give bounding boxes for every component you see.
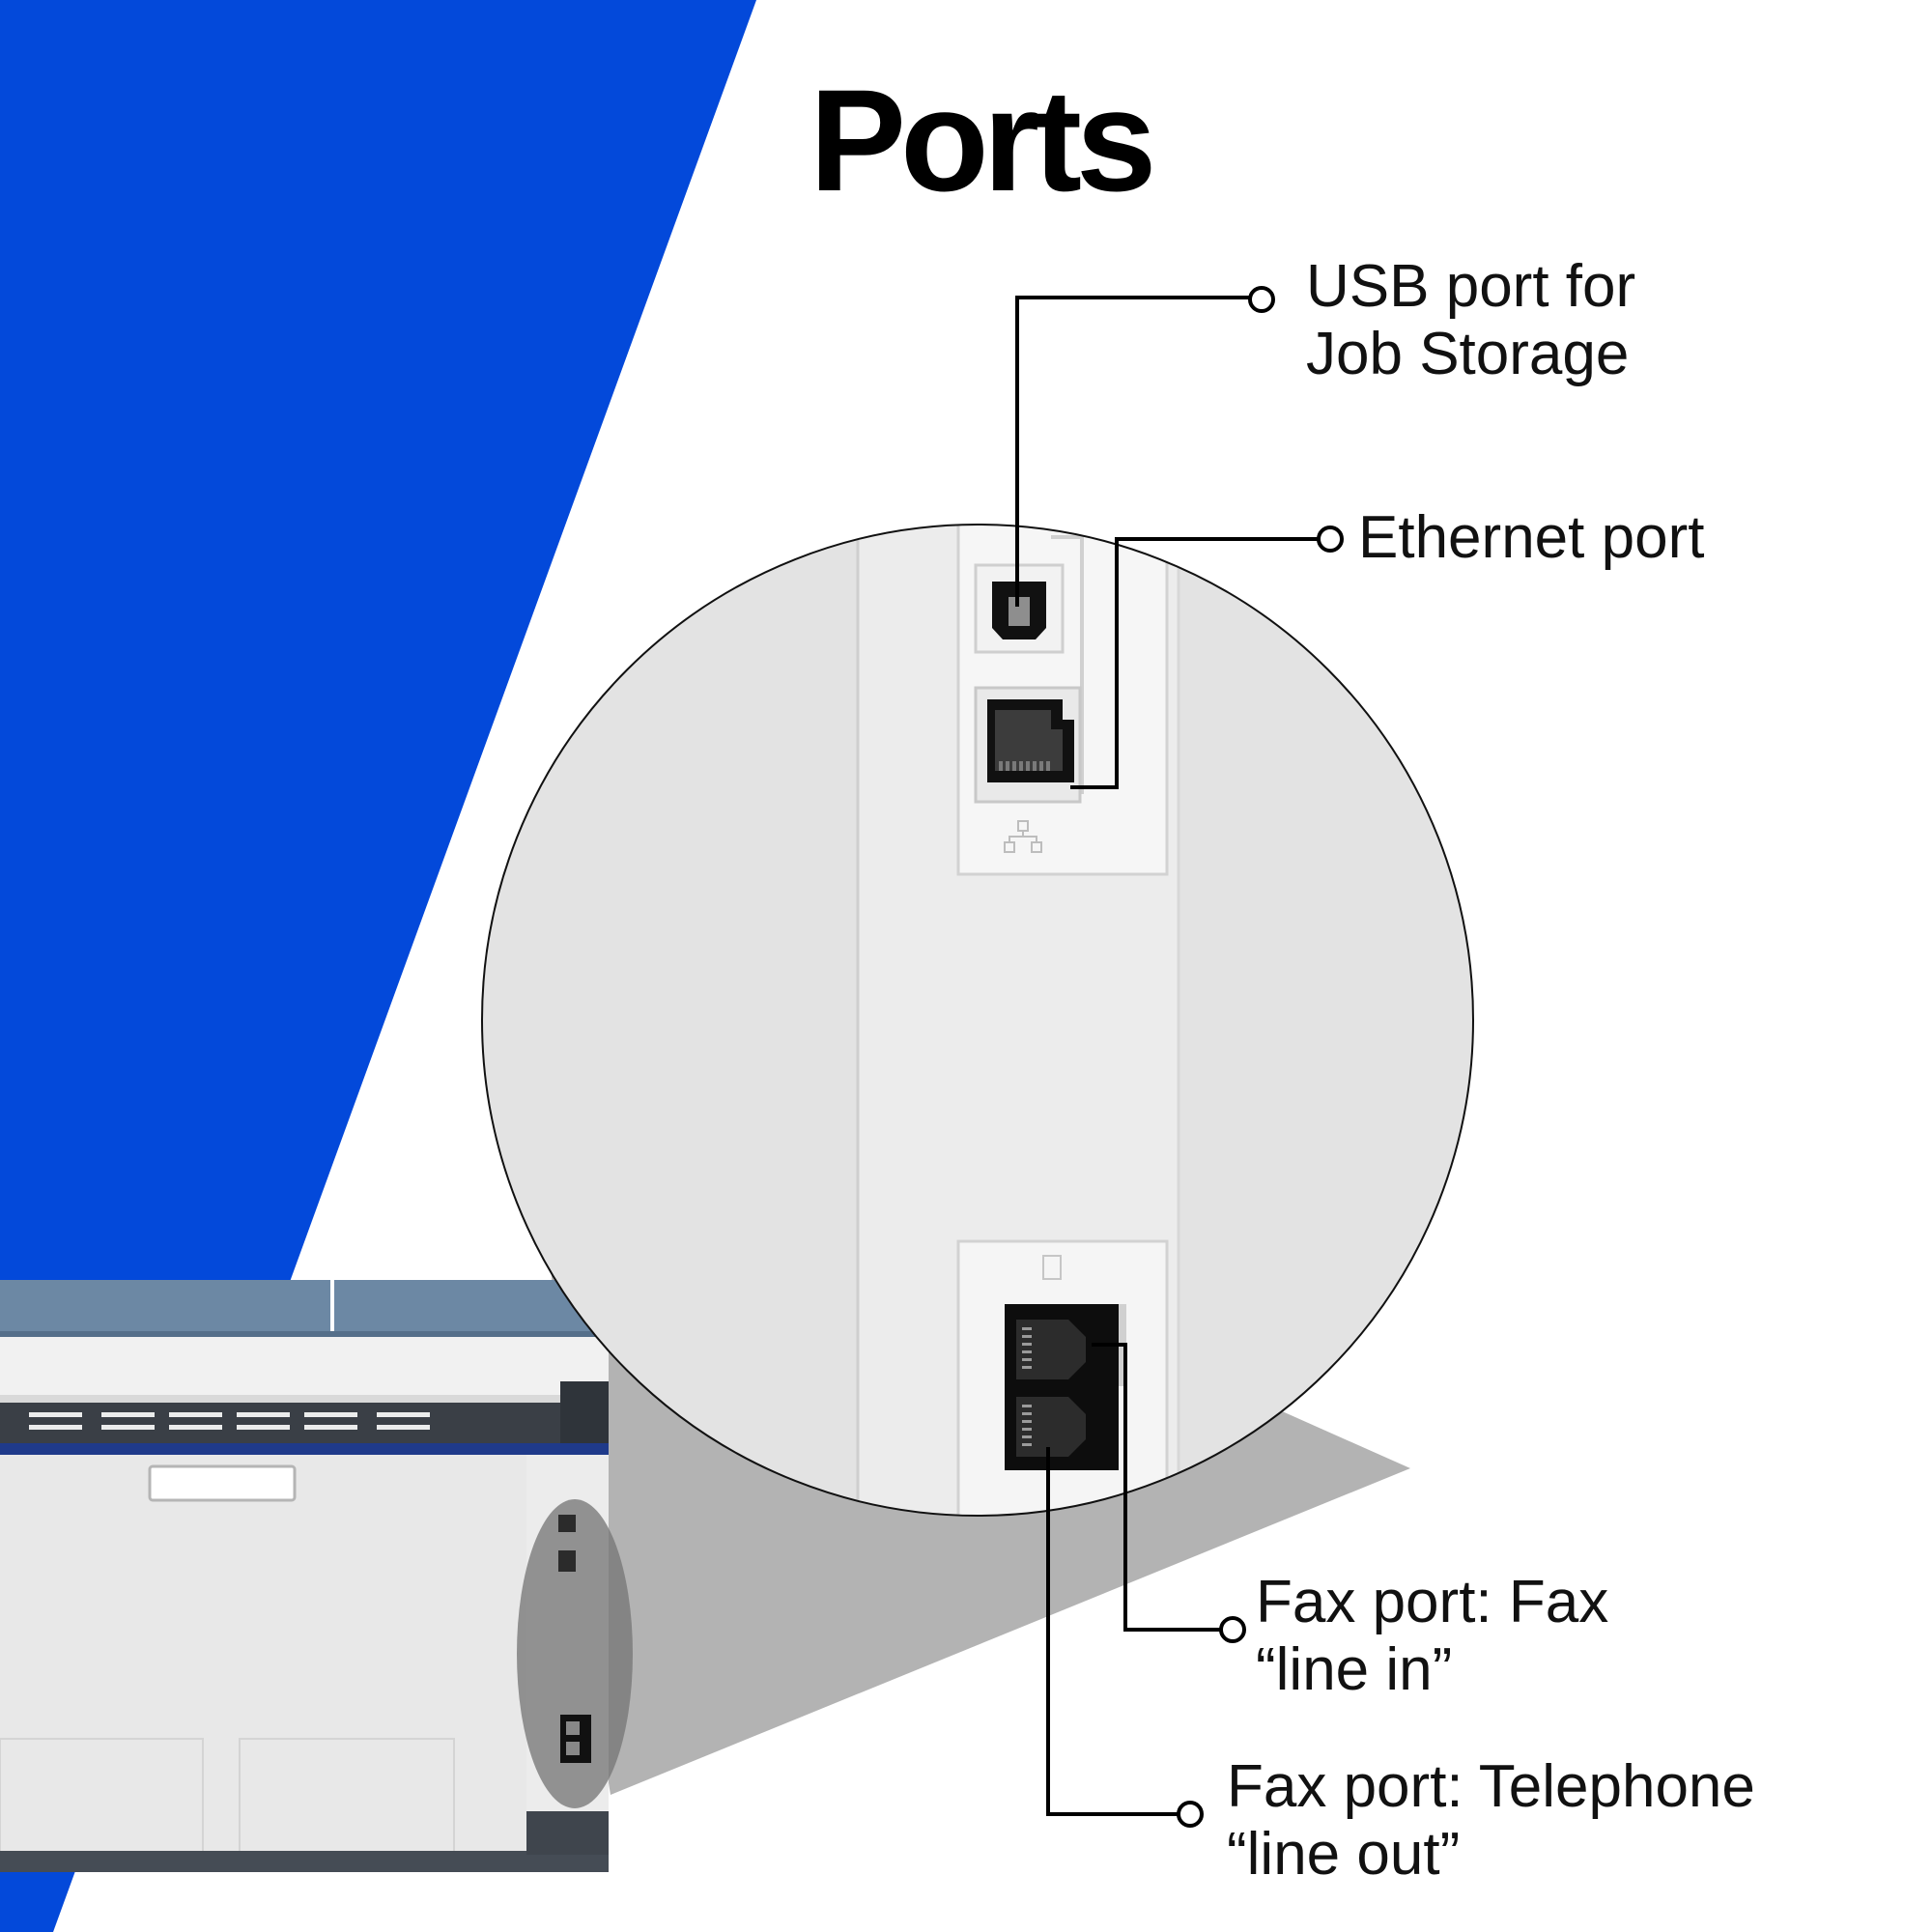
usb-leader-line [1015, 296, 1250, 607]
fax-line-in-label: Fax port: Fax “line in” [1256, 1569, 1608, 1704]
usb-label-line1: USB port for [1306, 253, 1636, 320]
fax-out-label-line1: Fax port: Telephone [1227, 1753, 1755, 1820]
page-title: Ports [810, 59, 1156, 221]
fax-in-callout-dot [1219, 1616, 1246, 1643]
ethernet-label-line1: Ethernet port [1358, 504, 1705, 571]
fax-out-leader-line [1046, 1447, 1179, 1816]
printer-base [0, 1851, 609, 1872]
printer-lid-left [0, 1280, 330, 1333]
fax-out-callout-dot [1177, 1801, 1204, 1828]
printer-control-strip [0, 1403, 609, 1443]
control-strip-slots [29, 1412, 430, 1430]
fax-in-label-line2: “line in” [1256, 1636, 1453, 1703]
usb-label-line2: Job Storage [1306, 321, 1630, 387]
paper-tray-handle [148, 1464, 297, 1502]
port-highlight-ellipse [517, 1499, 633, 1808]
ethernet-callout-dot [1317, 526, 1344, 553]
network-symbol-icon [1004, 820, 1042, 853]
fax-out-label-line2: “line out” [1227, 1821, 1461, 1888]
printer-body [0, 1455, 526, 1851]
ethernet-port-label: Ethernet port [1358, 504, 1704, 572]
printer-scanner-body [0, 1337, 609, 1395]
fax-line-out-label: Fax port: Telephone “line out” [1227, 1753, 1755, 1889]
magnifier-circle-outline [481, 524, 1474, 1517]
usb-callout-dot [1248, 286, 1275, 313]
ethernet-port-icon [974, 686, 1082, 804]
printer-image [0, 1280, 633, 1872]
usb-port-label: USB port for Job Storage [1306, 253, 1635, 388]
fax-line-out-port-icon [1016, 1397, 1086, 1457]
magnified-port-view [482, 525, 1473, 1516]
fax-in-label-line1: Fax port: Fax [1256, 1569, 1609, 1635]
ethernet-leader-line [1070, 537, 1318, 789]
fax-in-leader-line [1092, 1343, 1221, 1632]
